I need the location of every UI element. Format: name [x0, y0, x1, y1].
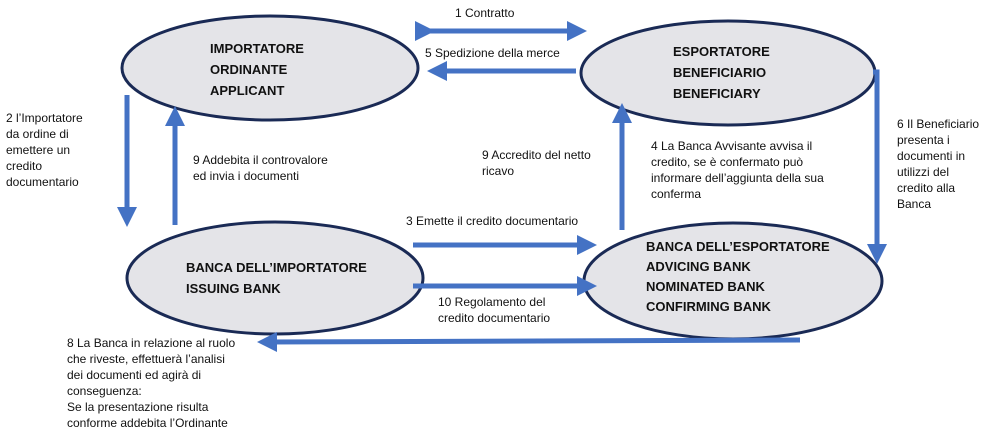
importer-node — [120, 14, 420, 122]
advising-bank-line: BANCA DELL’ESPORTATORE — [646, 239, 830, 254]
issuing-bank-line: BANCA DELL’IMPORTATORE — [186, 260, 367, 275]
step-4-label: 4 La Banca Avvisante avvisa il credito, … — [651, 138, 824, 202]
step-line: conseguenza: — [67, 384, 142, 398]
step-line: ricavo — [482, 164, 515, 178]
advising-bank-line: NOMINATED BANK — [646, 279, 765, 294]
step-line: 9 Addebita il controvalore — [193, 153, 328, 167]
importer-line: ORDINANTE — [210, 62, 288, 77]
step-3-label: 3 Emette il credito documentario — [406, 213, 578, 229]
step-line: 10 Regolamento del — [438, 295, 546, 309]
step-line: informare dell’aggiunta della sua — [651, 171, 824, 185]
arrow-present-documents — [867, 69, 887, 264]
step-line: 9 Accredito del netto — [482, 148, 591, 162]
step-line: Banca — [897, 197, 932, 211]
importer-line: APPLICANT — [210, 83, 285, 98]
step-line: emettere un — [6, 143, 71, 157]
step-5-label: 5 Spedizione della merce — [425, 45, 560, 61]
step-line: credito — [6, 159, 43, 173]
step-line: 2 l’Importatore — [6, 111, 83, 125]
exporter-line: ESPORTATORE — [673, 44, 770, 59]
step-9-credit-label: 9 Accredito del netto ricavo — [482, 147, 591, 179]
step-6-label: 6 Il Beneficiario presenta i documenti i… — [897, 116, 979, 212]
step-line: 4 La Banca Avvisante avvisa il — [651, 139, 813, 153]
importer-label: IMPORTATORE ORDINANTE APPLICANT — [210, 38, 304, 101]
arrow-document-review — [257, 331, 801, 352]
step-9-debit-label: 9 Addebita il controvalore ed invia i do… — [193, 152, 328, 184]
step-line: 3 Emette il credito documentario — [406, 214, 579, 228]
step-line: che riveste, effettuerà l’analisi — [67, 352, 225, 366]
step-1-label: 1 Contratto — [455, 5, 514, 21]
step-line: Se la presentazione risulta — [67, 400, 209, 414]
step-line: documenti in — [897, 149, 966, 163]
step-line: presenta i — [897, 133, 950, 147]
step-line: 1 Contratto — [455, 6, 515, 20]
step-line: credito documentario — [438, 311, 551, 325]
advising-bank-line: CONFIRMING BANK — [646, 299, 771, 314]
step-line: conferma — [651, 187, 702, 201]
step-line: da ordine di — [6, 127, 69, 141]
step-8-label: 8 La Banca in relazione al ruolo che riv… — [67, 335, 235, 431]
step-2-label: 2 l’Importatore da ordine di emettere un… — [6, 110, 83, 190]
step-line: ed invia i documenti — [193, 169, 300, 183]
importer-line: IMPORTATORE — [210, 41, 304, 56]
issuing-bank-line: ISSUING BANK — [186, 281, 281, 296]
step-line: 5 Spedizione della merce — [425, 46, 560, 60]
step-line: credito alla — [897, 181, 956, 195]
issuing-bank-label: BANCA DELL’IMPORTATORE ISSUING BANK — [186, 257, 367, 299]
exporter-label: ESPORTATORE BENEFICIARIO BENEFICIARY — [673, 41, 770, 104]
exporter-line: BENEFICIARY — [673, 86, 761, 101]
step-line: credito, se è confermato può — [651, 155, 804, 169]
step-line: 6 Il Beneficiario — [897, 117, 980, 131]
advising-bank-line: ADVICING BANK — [646, 259, 751, 274]
step-line: 8 La Banca in relazione al ruolo — [67, 336, 236, 350]
step-10-label: 10 Regolamento del credito documentario — [438, 294, 550, 326]
step-line: utilizzi del — [897, 165, 950, 179]
step-line: documentario — [6, 175, 79, 189]
step-line: conforme addebita l’Ordinante — [67, 416, 228, 430]
step-line: dei documenti ed agirà di — [67, 368, 202, 382]
advising-bank-label: BANCA DELL’ESPORTATORE ADVICING BANK NOM… — [646, 237, 830, 317]
exporter-line: BENEFICIARIO — [673, 65, 767, 80]
